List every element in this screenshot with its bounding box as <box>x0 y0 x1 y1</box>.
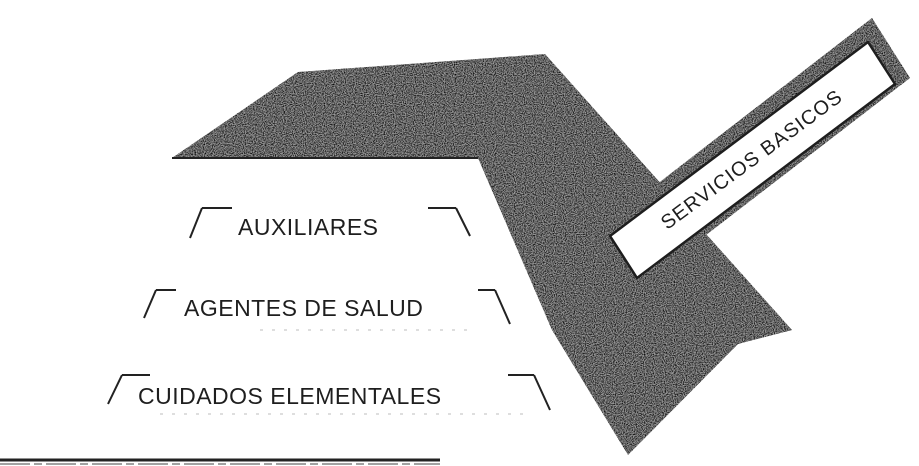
banner-label: SERVICIOS BASICOS <box>657 86 847 235</box>
tier-agentes-de-salud: AGENTES DE SALUD <box>143 289 511 331</box>
tier-right-edge <box>494 289 511 325</box>
tier-label-agentes-de-salud: AGENTES DE SALUD <box>184 295 423 321</box>
banner-label-box <box>608 40 897 280</box>
tier-right-edge <box>533 374 551 411</box>
tier-label-cuidados-elementales: CUIDADOS ELEMENTALES <box>138 383 442 409</box>
pyramid-base-line <box>0 458 440 465</box>
tier-cuidados-elementales: CUIDADOS ELEMENTALES <box>107 374 551 415</box>
tier-left-edge <box>107 374 123 405</box>
tier-label-auxiliares: AUXILIARES <box>238 214 379 240</box>
tier-auxiliares: AUXILIARES <box>189 207 471 240</box>
tier-right-edge <box>455 207 471 237</box>
tier-left-edge <box>189 207 203 239</box>
tier-left-edge <box>143 289 157 319</box>
